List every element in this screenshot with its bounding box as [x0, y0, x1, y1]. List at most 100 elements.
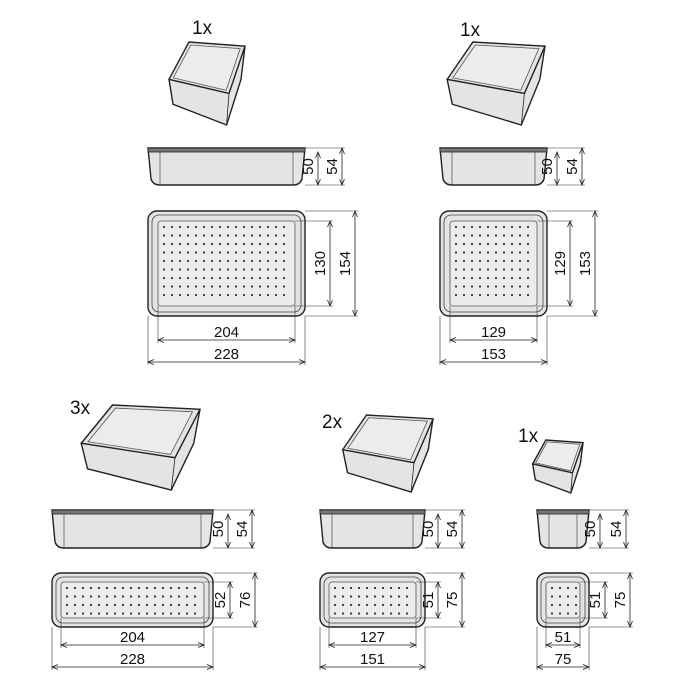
arrowhead — [156, 337, 297, 343]
perforation-hole — [177, 603, 181, 607]
perforation-hole — [502, 234, 506, 237]
perforation-hole — [333, 586, 337, 590]
perforation-hole — [478, 259, 482, 263]
perforation-hole — [282, 268, 286, 271]
dimension-label: 54 — [234, 521, 251, 538]
perforation-hole — [470, 268, 474, 271]
perforation-hole — [510, 234, 514, 237]
top-rim — [443, 214, 544, 313]
perforation-hole — [266, 268, 270, 271]
perforation-hole — [282, 259, 286, 263]
perforation-hole — [234, 234, 238, 237]
perforation-hole — [194, 268, 198, 271]
perforation-hole — [258, 251, 262, 254]
tray-edge — [226, 93, 230, 126]
perforation-hole — [194, 259, 198, 263]
perforation-hole — [526, 242, 530, 246]
perforation-hole — [349, 612, 353, 615]
perforation-hole — [178, 251, 182, 254]
perforation-hole — [89, 603, 93, 607]
perforation-hole — [258, 234, 262, 237]
perforation-hole — [258, 225, 262, 229]
perforation-hole — [518, 234, 522, 237]
perforation-hole — [186, 293, 190, 297]
perforation-hole — [202, 268, 206, 271]
perforation-hole — [186, 285, 190, 288]
perforation-hole — [518, 251, 522, 254]
perforation-hole — [226, 251, 230, 254]
tray-edge — [170, 457, 176, 491]
perforation-hole — [162, 285, 166, 288]
perforation-hole — [170, 268, 174, 271]
perforation-hole — [226, 225, 230, 229]
perforation-hole — [234, 259, 238, 263]
side-rim — [51, 509, 214, 515]
dimension-label: 75 — [444, 592, 461, 609]
perforation-hole — [462, 259, 466, 263]
perforation-hole — [470, 285, 474, 288]
perforation-hole — [566, 612, 570, 615]
perforation-hole — [226, 268, 230, 271]
perforation-hole — [226, 242, 230, 246]
top-floor — [157, 220, 296, 307]
perforation-hole — [65, 595, 69, 598]
perforation-hole — [234, 251, 238, 254]
perforation-hole — [105, 612, 109, 615]
perforation-hole — [502, 259, 506, 263]
perforation-hole — [169, 612, 173, 615]
perforation-hole — [73, 586, 77, 590]
perforation-hole — [169, 586, 173, 590]
perforation-hole — [250, 268, 254, 271]
tray-floor — [347, 417, 428, 461]
perforation-hole — [389, 603, 393, 607]
perforation-hole — [357, 586, 361, 590]
perforation-hole — [373, 612, 377, 615]
dimension-label: 50 — [420, 521, 437, 538]
perforation-hole — [397, 612, 401, 615]
perforation-hole — [186, 225, 190, 229]
arrowhead — [579, 146, 585, 187]
perforation-hole — [250, 293, 254, 297]
perforation-hole — [202, 276, 206, 280]
perforation-hole — [234, 293, 238, 297]
perforation-hole — [266, 225, 270, 229]
dimension-label: 54 — [324, 158, 341, 175]
perforation-hole — [282, 276, 286, 280]
perforation-hole — [170, 242, 174, 246]
perforation-hole — [226, 259, 230, 263]
perforation-hole — [242, 285, 246, 288]
perforation-hole — [349, 595, 353, 598]
dimension-label: 50 — [210, 521, 227, 538]
perforation-hole — [226, 234, 230, 237]
perforation-hole — [137, 586, 141, 590]
perforation-hole — [494, 285, 498, 288]
perforation-hole — [373, 603, 377, 607]
perforation-hole — [218, 276, 222, 280]
perforation-hole — [129, 603, 133, 607]
perforation-hole — [389, 612, 393, 615]
perforation-hole — [566, 603, 570, 607]
top-rim — [55, 576, 210, 624]
perforation-hole — [81, 595, 85, 598]
quantity-label: 2x — [322, 412, 343, 433]
perforation-hole — [162, 225, 166, 229]
perforation-hole — [186, 251, 190, 254]
perforation-hole — [266, 293, 270, 297]
perforation-hole — [486, 251, 490, 254]
perforation-hole — [194, 234, 198, 237]
perforation-hole — [526, 285, 530, 288]
top-floor — [449, 220, 538, 307]
perforation-hole — [274, 293, 278, 297]
side-rim — [536, 509, 590, 515]
perforation-hole — [113, 595, 117, 598]
arrowhead — [252, 571, 258, 629]
dimension-label: 153 — [577, 251, 594, 276]
perforation-hole — [574, 603, 578, 607]
perforation-hole — [454, 225, 458, 229]
perforation-hole — [341, 612, 345, 615]
perforation-hole — [266, 276, 270, 280]
perforation-hole — [242, 276, 246, 280]
arrowhead — [249, 508, 255, 550]
perforation-hole — [194, 285, 198, 288]
perforation-hole — [177, 612, 181, 615]
